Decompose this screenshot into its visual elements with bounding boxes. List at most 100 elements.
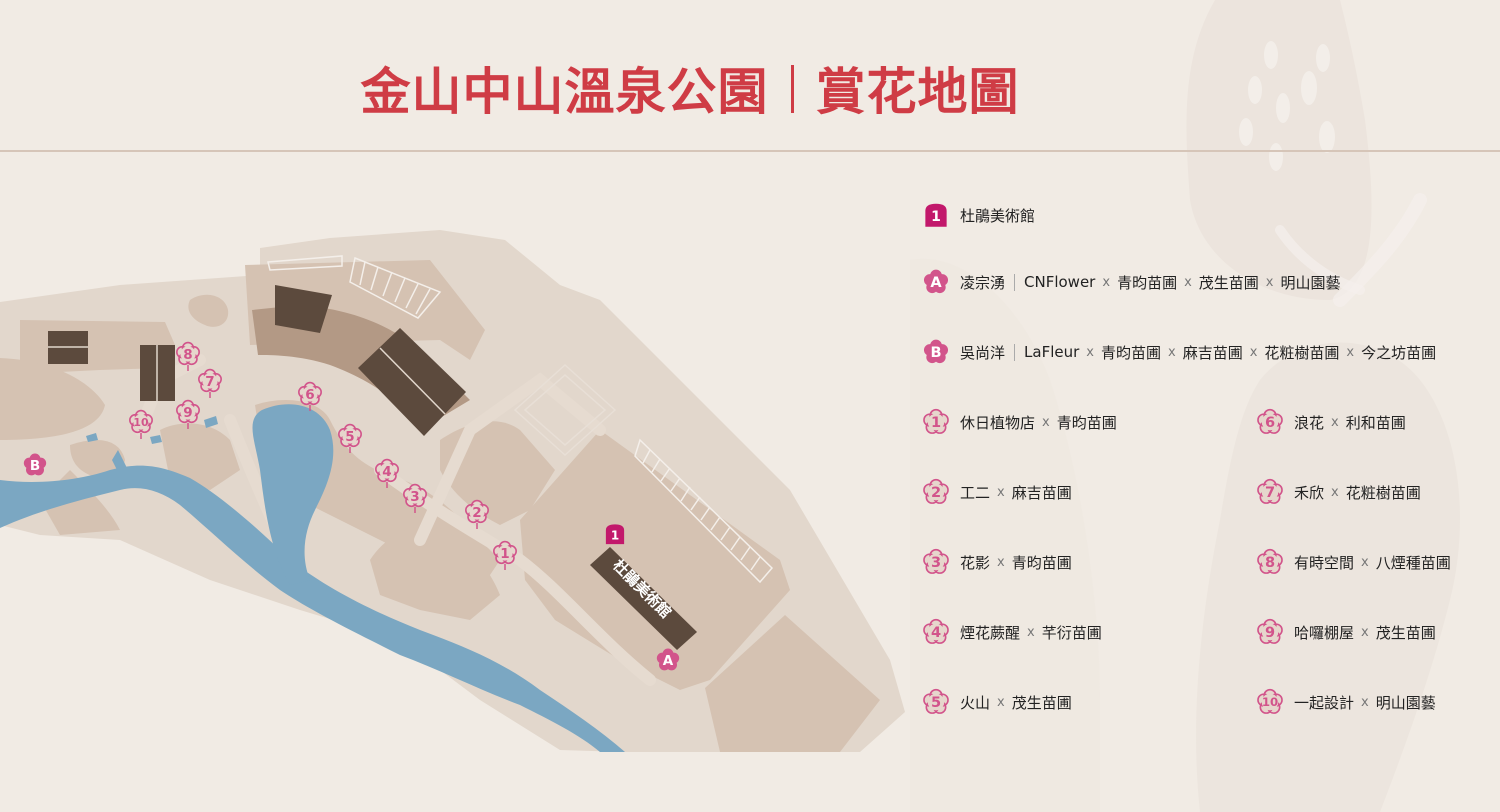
flower-badge-icon: 5 [922,688,950,716]
svg-text:5: 5 [931,694,941,711]
flower-badge-icon: 2 [922,478,950,506]
svg-text:3: 3 [410,489,419,505]
svg-text:A: A [930,274,942,291]
exhibitor-name: 煙花蕨醒 [960,623,1021,642]
nursery-name: 芊衍苗圃 [1041,623,1102,642]
collab-separator: x [1331,484,1339,500]
collab-separator: x [997,554,1005,570]
exhibitor-name: 花影 [960,553,991,572]
title-divider [790,65,794,113]
designer-name: 吳尚洋 [960,343,1006,362]
legend-item-3: 3 花影 x 青昀苗圃 [922,547,1072,577]
svg-text:A: A [663,653,674,669]
flower-badge-icon: 3 [922,548,950,576]
svg-text:1: 1 [500,546,509,562]
flower-marker-A-icon[interactable]: A [656,648,680,671]
collab-separator: x [1042,414,1050,430]
flower-badge-icon: 10 [1256,688,1284,716]
designer-name: 凌宗湧 [960,273,1006,292]
svg-text:6: 6 [1265,414,1275,431]
svg-text:4: 4 [382,464,391,480]
legend-text: 杜鵑美術館 [960,206,1036,225]
flower-marker-1-icon[interactable]: 1 [493,540,517,570]
museum-marker-icon[interactable]: 1 [605,524,625,545]
exhibitor-name: 火山 [960,693,991,712]
flower-badge-icon: 4 [922,618,950,646]
flower-badge-icon: 7 [1256,478,1284,506]
title-map-name: 賞花地圖 [815,63,1020,121]
svg-text:9: 9 [1265,624,1275,641]
nursery-name: 茂生苗圃 [1011,693,1072,712]
exhibitor-name: 一起設計 [1294,693,1355,712]
exhibitor-name: 休日植物店 [960,413,1036,432]
nursery-name: 麻吉苗圃 [1011,483,1072,502]
svg-text:1: 1 [611,528,619,542]
exhibitor-name: 浪花 [1294,413,1325,432]
museum-building [590,547,697,650]
flower-badge-icon: 6 [1256,408,1284,436]
svg-text:7: 7 [1265,484,1275,501]
building [275,285,332,333]
flower-badge-icon: B [922,338,950,366]
header-divider [0,150,1500,152]
exhibitor-name: 有時空間 [1294,553,1355,572]
flower-badge-icon: 1 [922,408,950,436]
svg-text:5: 5 [345,429,354,445]
flower-badge-icon: 8 [1256,548,1284,576]
legend-item-2: 2 工二 x 麻吉苗圃 [922,477,1072,507]
collab-separator: x [997,484,1005,500]
title-park-name: 金山中山溫泉公園 [360,63,769,121]
collab-separator: x [1027,624,1035,640]
svg-text:9: 9 [183,405,192,421]
flower-marker-7-icon[interactable]: 7 [198,368,222,398]
nursery-name: 八煙種苗圃 [1375,553,1451,572]
flower-marker-10-icon[interactable]: 10 [129,409,153,439]
svg-text:B: B [30,458,40,474]
flower-marker-B-icon[interactable]: B [23,453,47,476]
svg-text:10: 10 [1262,695,1278,709]
nursery-name: 利和苗圃 [1345,413,1406,432]
legend-item-5: 5 火山 x 茂生苗圃 [922,687,1072,717]
svg-text:8: 8 [183,347,192,363]
svg-text:2: 2 [931,484,941,501]
flower-marker-9-icon[interactable]: 9 [176,399,200,429]
pond [252,404,334,585]
nursery-name: 明山園藝 [1375,693,1436,712]
flower-badge-icon: A [922,268,950,296]
exhibitor-name: 哈囉棚屋 [1294,623,1355,642]
exhibitor-name: 工二 [960,483,991,502]
flower-marker-6-icon[interactable]: 6 [298,381,322,411]
svg-text:7: 7 [205,374,214,390]
flower-marker-4-icon[interactable]: 4 [375,458,399,488]
river [0,465,625,752]
collab-separator: x [1249,344,1258,360]
nursery-name: 茂生苗圃 [1375,623,1436,642]
svg-text:4: 4 [931,624,941,641]
nursery-name: 花粧樹苗圃 [1345,483,1421,502]
building [358,328,466,436]
flower-marker-2-icon[interactable]: 2 [465,499,489,529]
svg-text:B: B [930,344,941,361]
svg-text:10: 10 [133,416,149,429]
collab-separator: x [1167,344,1176,360]
flower-marker-8-icon[interactable]: 8 [176,341,200,371]
nursery-name: 青昀苗圃 [1011,553,1072,572]
parking-area [267,255,774,584]
flower-badge-icon: 9 [1256,618,1284,646]
collab-separator: x [997,694,1005,710]
svg-text:8: 8 [1265,554,1275,571]
svg-text:6: 6 [305,387,314,403]
legend-item-4: 4 煙花蕨醒 x 芊衍苗圃 [922,617,1102,647]
flower-marker-5-icon[interactable]: 5 [338,423,362,453]
collab-separator: x [1361,624,1369,640]
flower-marker-3-icon[interactable]: 3 [403,483,427,513]
svg-text:3: 3 [931,554,941,571]
collab-separator: x [1265,274,1274,290]
